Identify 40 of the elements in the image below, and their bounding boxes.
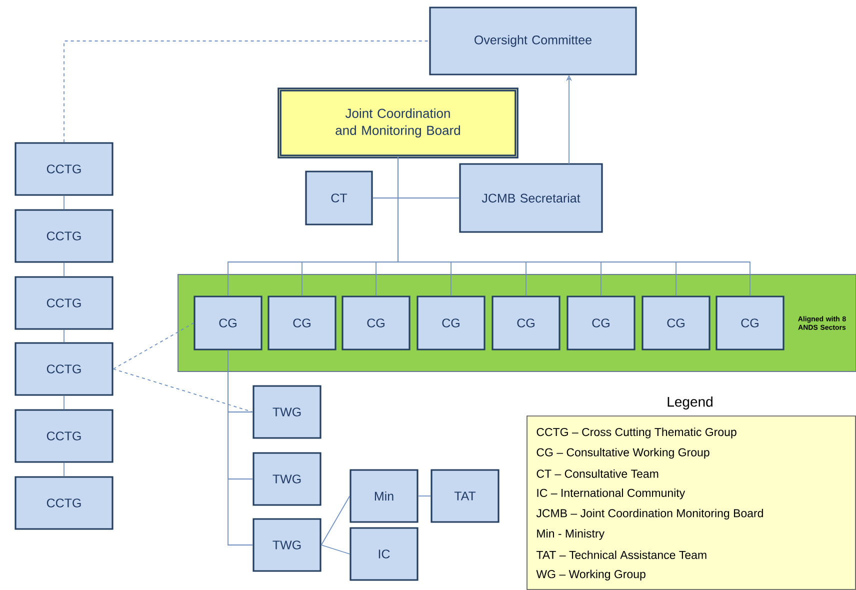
legend-entry: CG – Consultative Working Group	[536, 448, 710, 459]
connector-line	[320, 496, 350, 546]
connector-line	[398, 156, 750, 296]
org-box: CG	[268, 296, 336, 350]
org-box: CG	[194, 296, 262, 350]
org-box: CG	[342, 296, 410, 350]
legend-entry: TAT – Technical Assistance Team	[536, 550, 706, 560]
dashed-connector	[112, 322, 194, 370]
board-box: Joint Coordination and Monitoring Board	[278, 88, 518, 158]
connector-line	[320, 544, 350, 554]
org-box: TWG	[252, 385, 322, 439]
legend-entry: CCTG – Cross Cutting Thematic Group	[536, 428, 736, 438]
connector-line	[228, 350, 254, 546]
org-box: CCTG	[14, 409, 114, 463]
org-box: CCTG	[14, 476, 114, 530]
org-box: TAT	[430, 469, 500, 523]
org-box: TWG	[252, 518, 322, 572]
legend-entry: Min - Ministry	[537, 529, 605, 540]
legend-entry: WG – Working Group	[536, 570, 646, 580]
legend-title: Legend	[668, 396, 712, 410]
org-box: JCMB Secretariat	[459, 163, 603, 233]
org-box: CCTG	[14, 142, 114, 196]
org-box: CG	[416, 296, 486, 350]
org-box: CG	[492, 296, 560, 350]
dashed-connector	[64, 40, 430, 143]
org-box: CG	[642, 296, 710, 350]
org-box: Oversight Committee	[429, 6, 637, 76]
org-box: CCTG	[14, 276, 114, 330]
legend-entry: CT – Consultative Team	[536, 469, 658, 478]
org-box: TWG	[252, 452, 322, 506]
org-box: CG	[566, 296, 636, 350]
org-box: IC	[350, 527, 418, 581]
dashed-connector	[112, 368, 254, 412]
legend-entry: JCMB – Joint Coordination Monitoring Board	[536, 508, 763, 520]
legend-entry: IC – International Community	[537, 488, 686, 500]
org-box: CT	[305, 170, 373, 226]
org-box: Min	[350, 469, 418, 523]
org-box: CCTG	[14, 342, 114, 396]
org-box: CG	[716, 296, 784, 350]
org-box: CCTG	[14, 209, 114, 263]
